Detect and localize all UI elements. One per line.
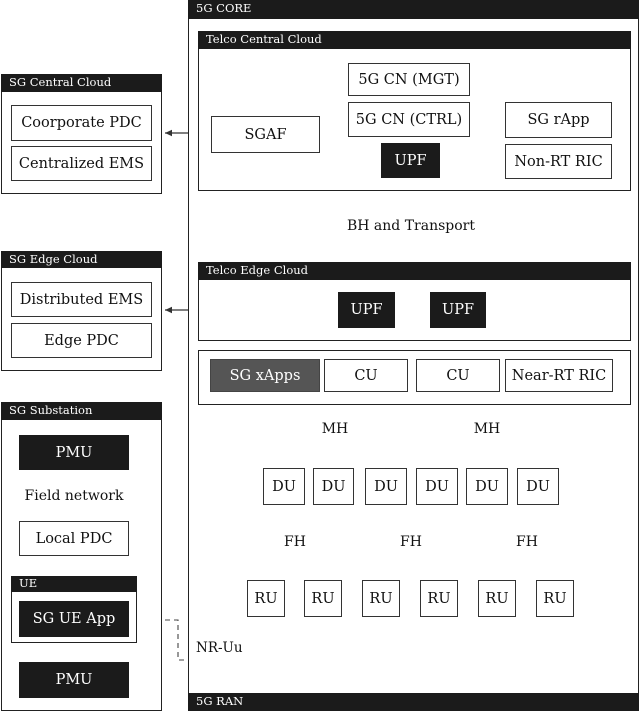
local-pdc-box[interactable]: Local PDC — [19, 521, 129, 556]
nonrt-ric-box[interactable]: Non-RT RIC — [505, 144, 612, 179]
core-title: 5G CORE — [188, 0, 639, 19]
sg-edge-cloud-title: SG Edge Cloud — [1, 251, 162, 268]
ru-box[interactable]: RU — [362, 580, 400, 617]
mh-a-cloud: MH — [321, 421, 349, 437]
ue-title: UE — [11, 576, 137, 592]
bh-transport-cloud: BH and Transport — [346, 218, 475, 234]
substation-title: SG Substation — [1, 402, 162, 420]
pmu-bottom-box[interactable]: PMU — [19, 662, 129, 698]
nearrt-ric-box[interactable]: Near-RT RIC — [505, 359, 613, 392]
fh-a-cloud: FH — [284, 534, 306, 550]
corporate-pdc-box[interactable]: Coorporate PDC — [11, 105, 152, 141]
fh-c-cloud: FH — [516, 534, 538, 550]
ru-box[interactable]: RU — [247, 580, 285, 617]
cn-ctrl-box[interactable]: 5G CN (CTRL) — [348, 102, 470, 137]
sg-ue-app-box[interactable]: SG UE App — [19, 601, 129, 637]
cn-mgt-box[interactable]: 5G CN (MGT) — [348, 63, 470, 96]
distributed-ems-box[interactable]: Distributed EMS — [11, 282, 152, 317]
pmu-top-box[interactable]: PMU — [19, 435, 129, 470]
mh-b-cloud: MH — [473, 421, 501, 437]
du-box[interactable]: DU — [466, 468, 508, 505]
edge-upf-a-box[interactable]: UPF — [338, 292, 395, 328]
cu-b-box[interactable]: CU — [416, 359, 500, 392]
edge-upf-b-box[interactable]: UPF — [430, 292, 486, 328]
du-box[interactable]: DU — [263, 468, 305, 505]
du-box[interactable]: DU — [416, 468, 458, 505]
edge-pdc-box[interactable]: Edge PDC — [11, 323, 152, 358]
sg-central-cloud-title: SG Central Cloud — [1, 74, 162, 92]
ru-box[interactable]: RU — [478, 580, 516, 617]
du-box[interactable]: DU — [517, 468, 559, 505]
ru-box[interactable]: RU — [304, 580, 342, 617]
sg-xapps-box[interactable]: SG xApps — [210, 359, 320, 392]
edge-cloud-title: Telco Edge Cloud — [198, 262, 631, 280]
fh-b-cloud: FH — [400, 534, 422, 550]
central-cloud-title: Telco Central Cloud — [198, 31, 631, 49]
sg-rapp-box[interactable]: SG rApp — [505, 102, 612, 138]
ru-box[interactable]: RU — [536, 580, 574, 617]
sgaf-box[interactable]: SGAF — [211, 116, 320, 153]
du-box[interactable]: DU — [313, 468, 354, 505]
ran-title: 5G RAN — [188, 693, 639, 711]
ru-box[interactable]: RU — [420, 580, 458, 617]
cu-a-box[interactable]: CU — [324, 359, 408, 392]
central-upf-box[interactable]: UPF — [381, 143, 440, 178]
nr-uu-label: NR-Uu — [196, 640, 243, 656]
field-network-cloud: Field network — [24, 488, 124, 504]
du-box[interactable]: DU — [365, 468, 407, 505]
centralized-ems-box[interactable]: Centralized EMS — [11, 146, 152, 181]
